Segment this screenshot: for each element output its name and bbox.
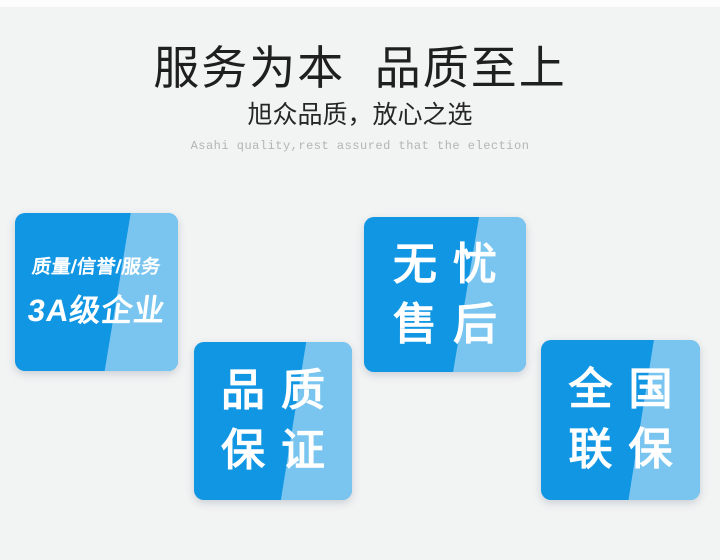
badge-line2: 联保 xyxy=(568,425,689,474)
banner-title: 服务为本 品质至上 xyxy=(153,42,567,94)
top-strip xyxy=(0,0,720,7)
badge-text: 无忧 售后 xyxy=(364,217,526,372)
badge-line1: 品质 xyxy=(221,366,341,415)
badge-text: 质量/信誉/服务 3A级企业 xyxy=(15,213,178,371)
badge-quality-guarantee: 品质 保证 xyxy=(194,342,352,500)
badge-text: 全国 联保 xyxy=(541,340,700,500)
badge-line2: 3A级企业 xyxy=(25,293,168,328)
badge-worry-free-aftersales: 无忧 售后 xyxy=(364,217,526,372)
badge-line2: 保证 xyxy=(221,426,341,475)
badge-text: 品质 保证 xyxy=(194,342,352,500)
badge-line1: 全国 xyxy=(568,365,689,414)
badge-line1: 无忧 xyxy=(393,239,513,289)
banner-subtitle: 旭众品质，放心之选 xyxy=(247,102,473,129)
badge-line2: 售后 xyxy=(393,299,513,349)
badge-line1: 质量/信誉/服务 xyxy=(30,257,163,278)
badge-national-warranty: 全国 联保 xyxy=(541,340,700,500)
badge-3a-enterprise: 质量/信誉/服务 3A级企业 xyxy=(15,213,178,371)
banner-subtitle-english: Asahi quality,rest assured that the elec… xyxy=(190,139,530,153)
